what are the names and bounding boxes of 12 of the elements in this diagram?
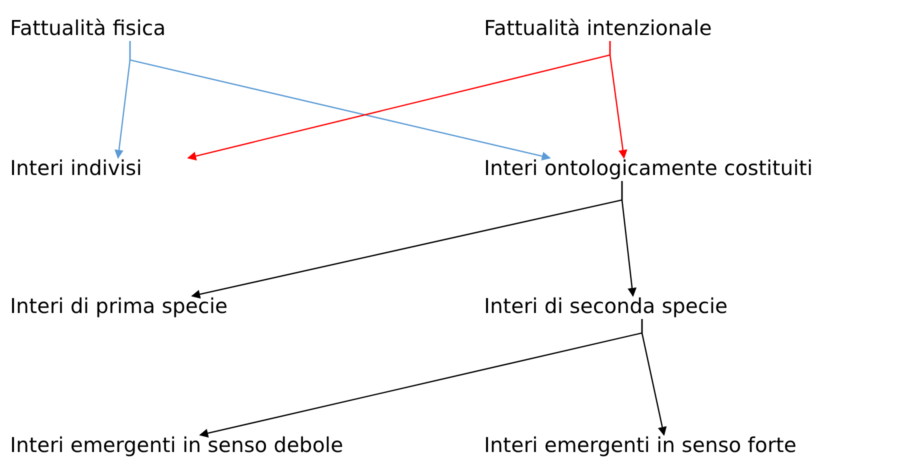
arrow xyxy=(641,319,667,436)
node-text: Fattualità intenzionale xyxy=(484,15,712,41)
node-text: Fattualità fisica xyxy=(10,15,166,41)
arrow xyxy=(609,41,628,159)
node-text: Interi ontologicamente costituiti xyxy=(484,155,813,181)
node-text: Interi emergenti in senso debole xyxy=(10,432,344,458)
node-text: Interi indivisi xyxy=(10,155,142,181)
node-text: Interi emergenti in senso forte xyxy=(484,432,797,458)
arrow xyxy=(621,181,637,297)
arrow xyxy=(129,41,551,161)
node-text: Interi di seconda specie xyxy=(484,293,728,319)
node-text: Interi di prima specie xyxy=(10,293,228,319)
